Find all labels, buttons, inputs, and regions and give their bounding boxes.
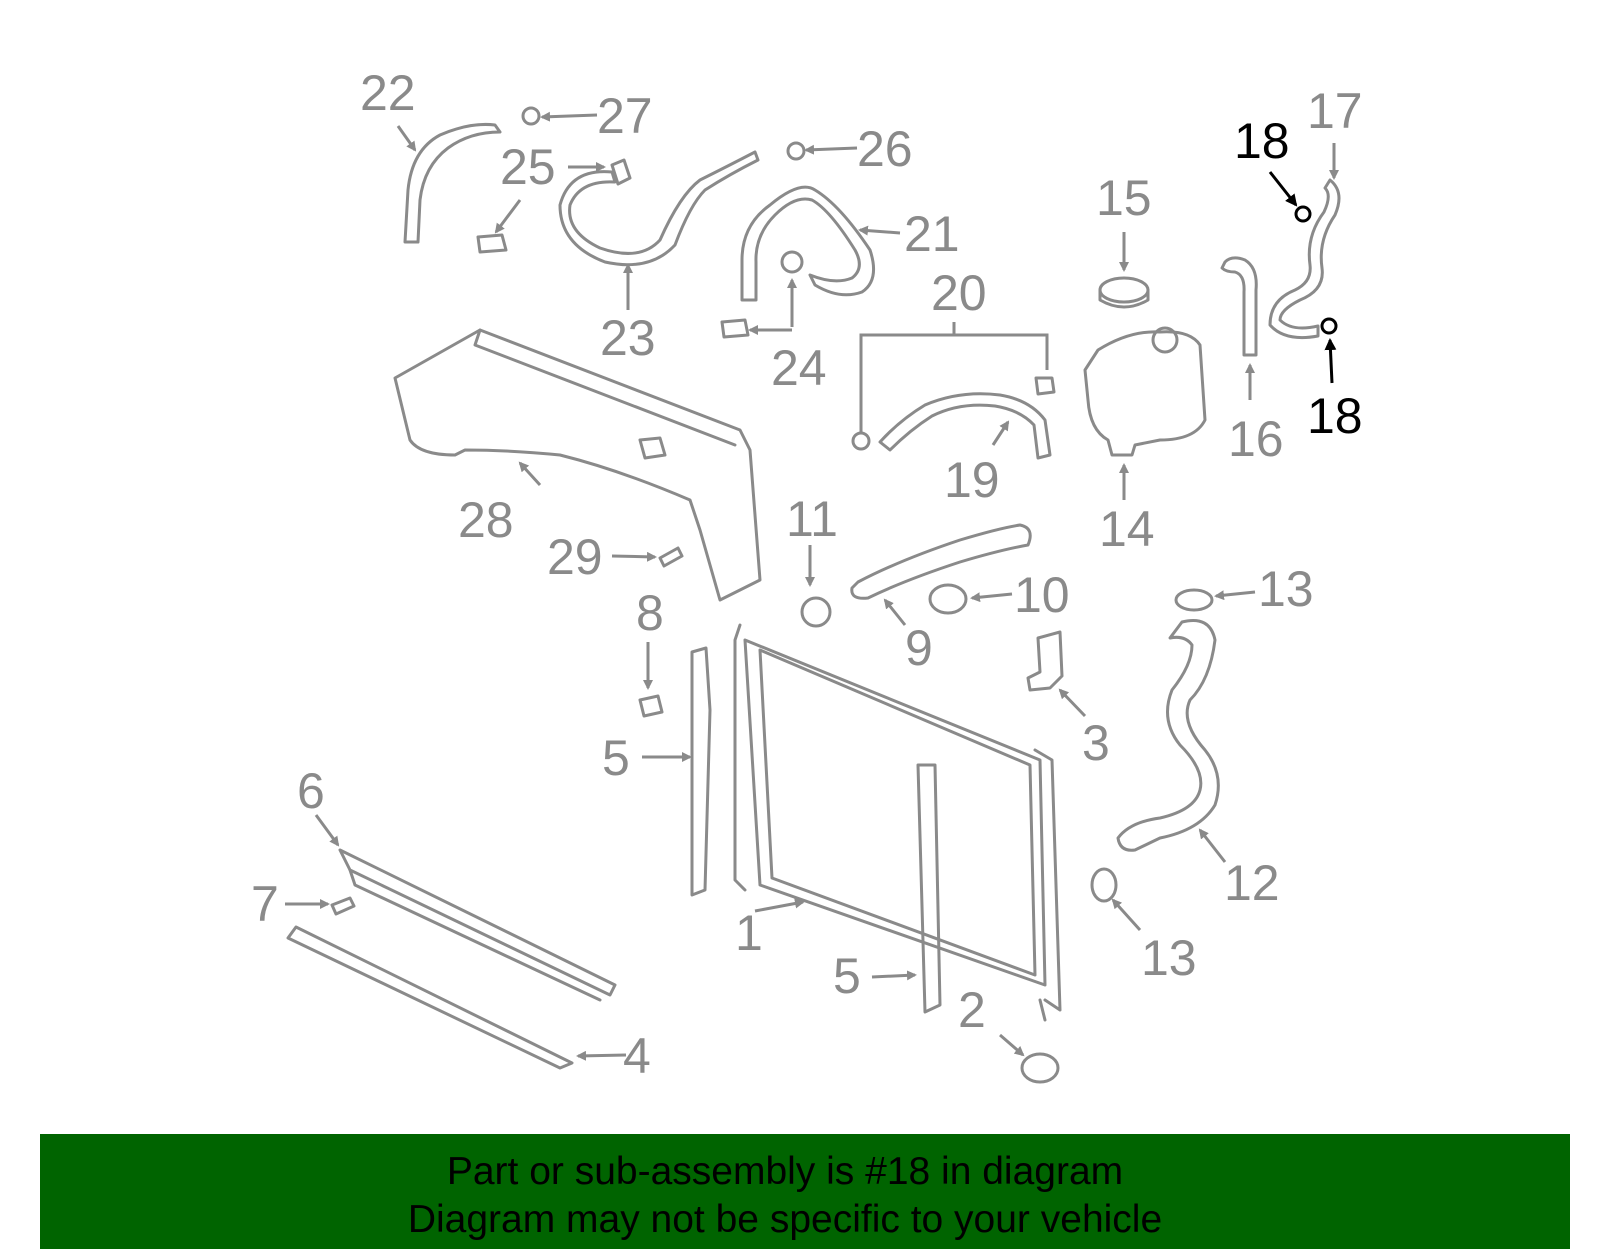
- part-22-hose: [403, 123, 502, 244]
- label-25: 25: [500, 139, 556, 195]
- info-banner: Part or sub-assembly is #18 in diagram D…: [40, 1134, 1570, 1249]
- label-5b: 5: [833, 948, 861, 1004]
- part-13-clamp-top: [1174, 588, 1214, 612]
- part-13-clamp-bottom: [1090, 867, 1118, 903]
- part-8-mount: [638, 694, 664, 718]
- part-21-hose: [740, 185, 876, 302]
- label-5a: 5: [602, 730, 630, 786]
- label-13a: 13: [1258, 561, 1314, 617]
- part-5-seal-right: [916, 763, 942, 1014]
- label-18-upper: 18: [1234, 113, 1290, 169]
- label-19: 19: [944, 452, 1000, 508]
- label-24: 24: [771, 340, 827, 396]
- part-1-radiator: [743, 638, 1047, 987]
- part-11-clamp: [800, 596, 832, 628]
- part-5-seal-left: [690, 646, 712, 897]
- label-6: 6: [297, 763, 325, 819]
- part-23-hose: [558, 150, 760, 267]
- part-17-hose: [1268, 178, 1341, 340]
- part-20-o-ring: [851, 431, 871, 451]
- label-22: 22: [360, 65, 416, 121]
- part-4-strip: [286, 925, 574, 1070]
- part-6-baffle: [338, 848, 617, 997]
- label-16: 16: [1228, 411, 1284, 467]
- part-16-hose: [1220, 256, 1258, 357]
- label-10: 10: [1014, 567, 1070, 623]
- part-28-shroud: [393, 328, 762, 602]
- part-18-o-ring-lower: [1320, 317, 1338, 335]
- part-25-clamp-small: [476, 233, 508, 254]
- part-25-clamp: [610, 158, 632, 186]
- label-14: 14: [1099, 501, 1155, 557]
- label-1: 1: [735, 905, 763, 961]
- label-7: 7: [251, 876, 279, 932]
- part-26-clamp: [786, 141, 806, 161]
- banner-line-disclaimer: Diagram may not be specific to your vehi…: [407, 1198, 1163, 1241]
- part-10-clamp: [928, 583, 968, 615]
- label-3: 3: [1082, 715, 1110, 771]
- label-13b: 13: [1141, 930, 1197, 986]
- banner-line-part: Part or sub-assembly is #18 in diagram: [446, 1150, 1124, 1193]
- part-24-clamp-upper: [780, 250, 804, 274]
- label-8: 8: [636, 585, 664, 641]
- label-28: 28: [458, 492, 514, 548]
- part-7-pin: [330, 896, 356, 916]
- label-11: 11: [786, 491, 838, 547]
- label-12: 12: [1224, 855, 1280, 911]
- label-27: 27: [597, 88, 653, 144]
- label-15: 15: [1096, 170, 1152, 226]
- label-29: 29: [547, 529, 603, 585]
- label-2: 2: [958, 982, 986, 1038]
- part-15-cap: [1098, 276, 1150, 304]
- part-18-o-ring-upper: [1294, 205, 1312, 223]
- label-26: 26: [857, 121, 913, 177]
- parts-diagram: 1 2 3 4 5 5 6 7 8 9 10 11 12 13 13 14 15…: [251, 65, 1363, 1084]
- part-24-clamp: [720, 318, 750, 339]
- part-12-hose: [1116, 619, 1220, 852]
- part-2-plug: [1020, 1052, 1060, 1084]
- part-3-bracket: [1026, 630, 1064, 692]
- part-20-connector: [1034, 376, 1056, 396]
- banner-text: Part or sub-assembly is #18 in diagram D…: [40, 1148, 1530, 1244]
- part-9-hose: [850, 523, 1032, 600]
- label-4: 4: [623, 1028, 651, 1084]
- label-17: 17: [1307, 83, 1363, 139]
- part-14-reservoir: [1083, 330, 1207, 457]
- label-9: 9: [905, 620, 933, 676]
- part-27-clamp: [521, 106, 541, 126]
- label-20: 20: [931, 265, 987, 321]
- part-29-pin: [658, 546, 684, 568]
- label-18-lower: 18: [1307, 388, 1363, 444]
- part-19-hose: [878, 392, 1052, 460]
- label-23: 23: [600, 310, 656, 366]
- label-21: 21: [904, 206, 960, 262]
